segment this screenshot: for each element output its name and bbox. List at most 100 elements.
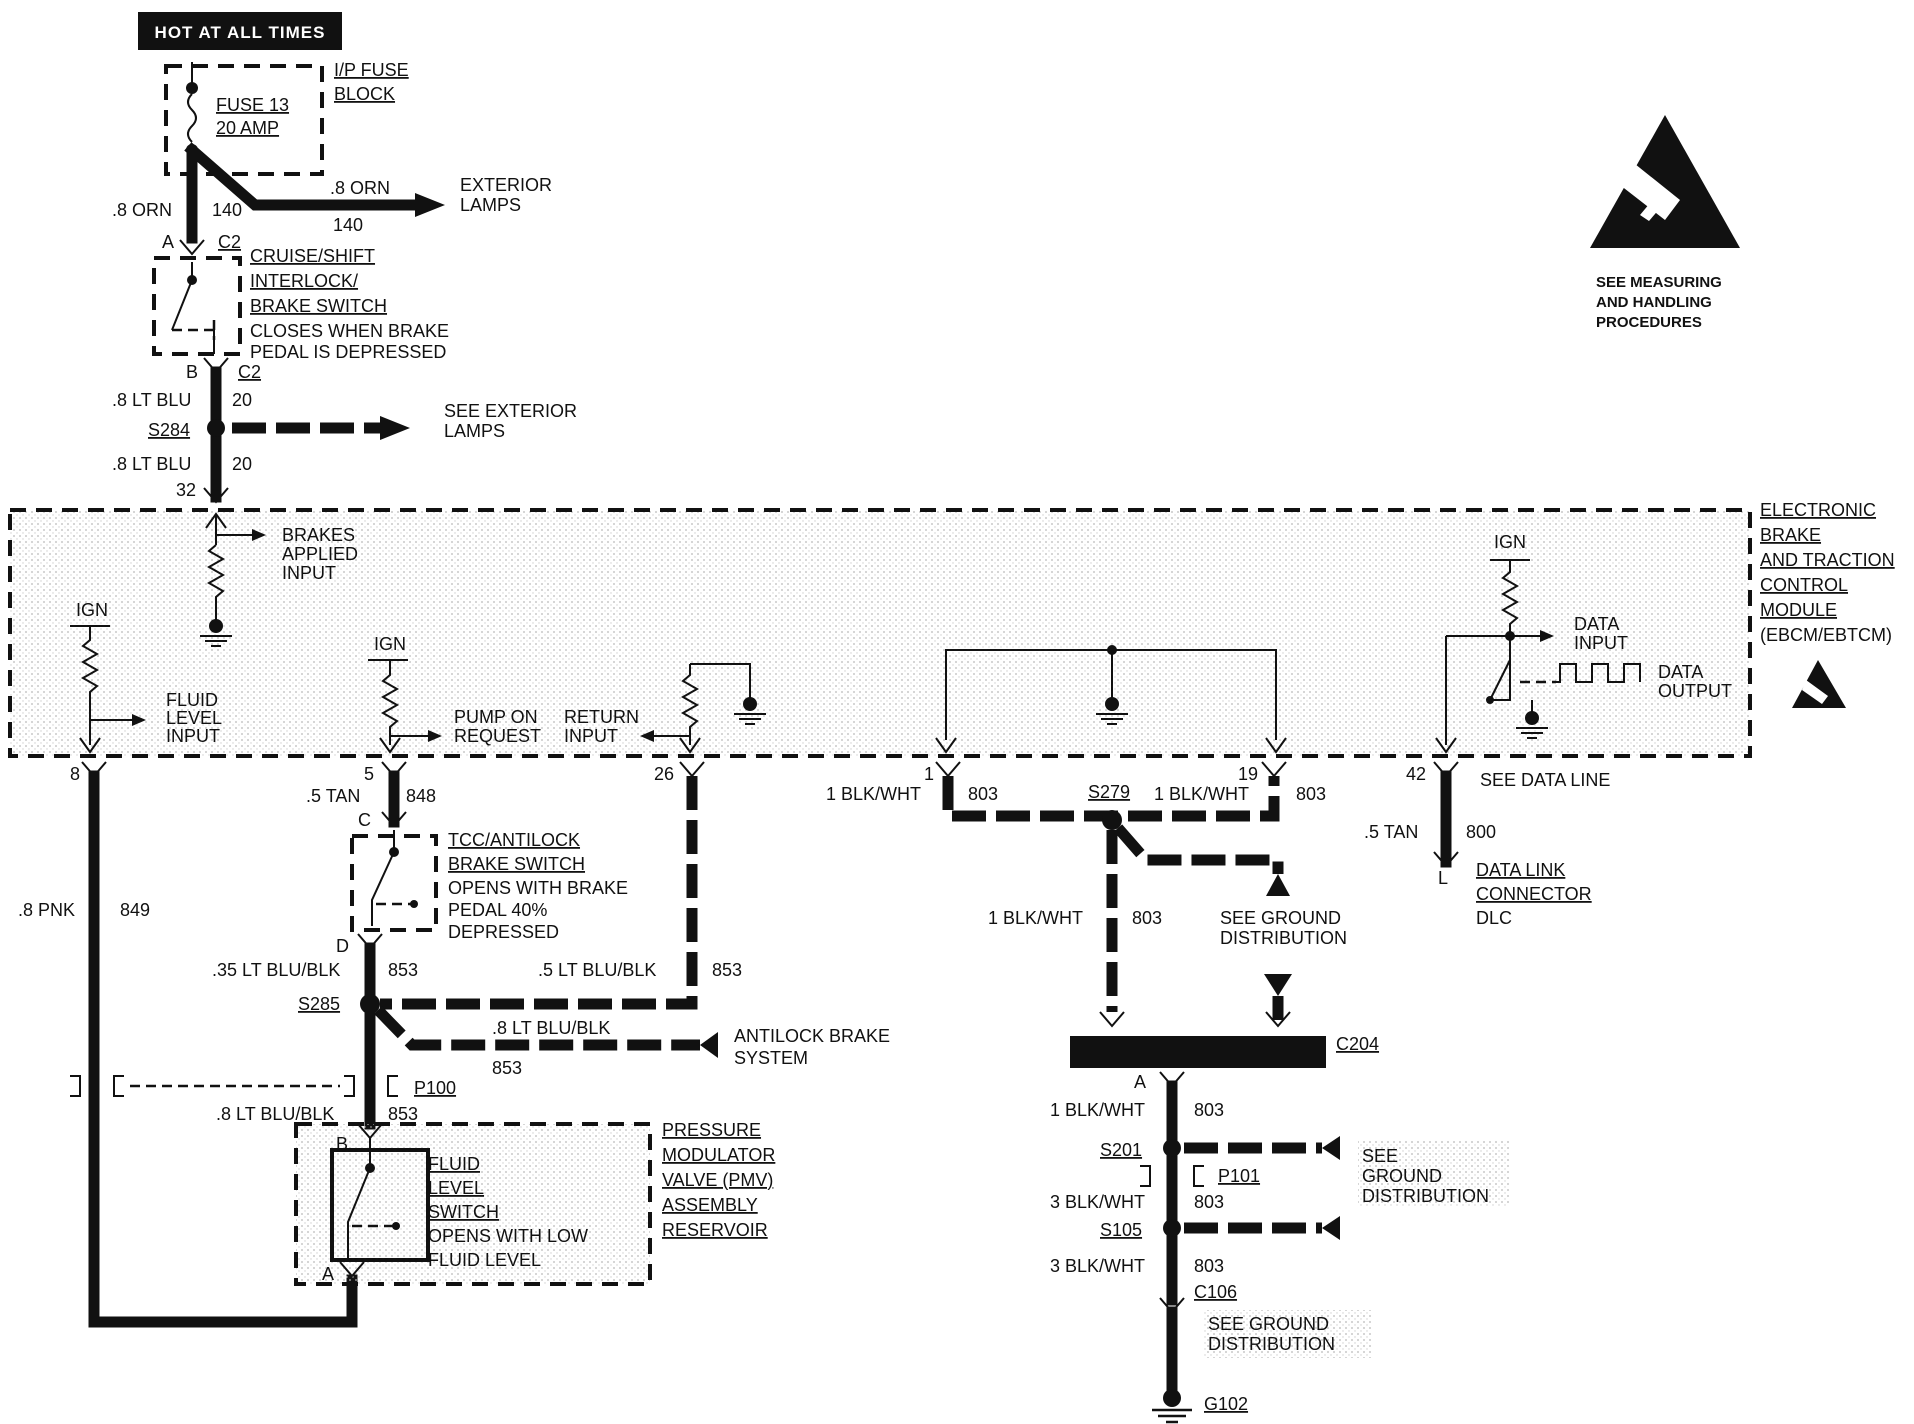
fluid-switch-label-2: LEVEL [428, 1178, 484, 1198]
data-ground-icon [1516, 711, 1548, 739]
fuse-amp-label: 20 AMP [216, 118, 279, 138]
fluid-switch-pivot [392, 1222, 400, 1230]
splice-s284-label: S284 [148, 420, 190, 440]
tcc-label-2: BRAKE SWITCH [448, 854, 585, 874]
data-input-label-2: INPUT [1574, 633, 1628, 653]
wire-blkwht1a-number: 803 [968, 784, 998, 804]
connector-l-label: L [1438, 868, 1448, 888]
wire-see-ground-a [1113, 824, 1284, 874]
data-input-arrow-icon [1540, 630, 1554, 642]
module-ground-icon [1096, 697, 1128, 725]
pin-1-label: 1 [924, 764, 934, 784]
wire-blkwht1c-number: 803 [1132, 908, 1162, 928]
ground-c204-arrow-icon [1264, 974, 1292, 996]
pmv-b-label: B [336, 1134, 348, 1154]
module-label-3: AND TRACTION [1760, 550, 1895, 570]
ground-c-label-1: SEE GROUND [1208, 1314, 1329, 1334]
connector-a-label: A [162, 232, 174, 252]
pin-42-arrow [1435, 737, 1457, 754]
module-label-6: (EBCM/EBTCM) [1760, 625, 1892, 645]
dlc-label-3: DLC [1476, 908, 1512, 928]
exterior-lamps-wire [184, 142, 421, 211]
tcc-label-3: OPENS WITH BRAKE [448, 878, 628, 898]
pmv-label-1: PRESSURE [662, 1120, 761, 1140]
esd-text-1: SEE MEASURING [1596, 274, 1722, 291]
brakes-input-arrow-icon [252, 529, 266, 541]
wire-ltblu-a-number: 20 [232, 390, 252, 410]
wire-blkwht1c-label: 1 BLK/WHT [988, 908, 1083, 928]
wire-ltblublk35-label: .35 LT BLU/BLK [212, 960, 340, 980]
pin-19-label: 19 [1238, 764, 1258, 784]
ground-c-label-2: DISTRIBUTION [1208, 1334, 1335, 1354]
wire-ltblublk8a-label: .8 LT BLU/BLK [492, 1018, 610, 1038]
pin-32-connector-icon [203, 487, 229, 504]
wire-ltblublk8a-number: 853 [492, 1058, 522, 1078]
wire-ltblublk35-number: 853 [388, 960, 418, 980]
wire-blkwht3b-label: 3 BLK/WHT [1050, 1256, 1145, 1276]
pin-1-connector-icon [935, 761, 961, 778]
data-output-switch [1489, 659, 1511, 701]
splice-s284 [207, 419, 225, 437]
wire-ltblublk5-number: 853 [712, 960, 742, 980]
ign-1-label: IGN [76, 600, 108, 620]
hot-at-all-times-label: HOT AT ALL TIMES [138, 12, 342, 50]
fluid-switch-blade [347, 1167, 371, 1262]
wire-tan800-label: .5 TAN [1364, 822, 1418, 842]
return-ground-lead [690, 663, 751, 700]
c204-right-connector-icon [1265, 1011, 1291, 1028]
return-input-resistor [680, 664, 700, 745]
ign-3-label: IGN [1494, 532, 1526, 552]
wire-tan-number: 848 [406, 786, 436, 806]
wire-ltblublk5-label: .5 LT BLU/BLK [538, 960, 656, 980]
data-output-label-2: OUTPUT [1658, 681, 1732, 701]
antilock-arrow-icon [700, 1032, 718, 1058]
wire-tan-label: .5 TAN [306, 786, 360, 806]
fluid-label-2: LEVEL [166, 708, 222, 728]
brakes-ground-icon [200, 619, 232, 647]
wire-orn-number: 140 [212, 200, 242, 220]
brakes-input-resistor [206, 544, 226, 620]
ign-2-label: IGN [374, 634, 406, 654]
fluid-label-3: INPUT [166, 726, 220, 746]
exterior-wire-number: 140 [333, 215, 363, 235]
wire-ltblu-b-label: .8 LT BLU [112, 454, 191, 474]
return-ground-icon [734, 697, 766, 725]
exterior-wire-label: .8 ORN [330, 178, 390, 198]
wire-ltblublk-5 [380, 776, 698, 1010]
return-label-1: RETURN [564, 707, 639, 727]
connector-b-label: B [186, 362, 198, 382]
p100-left-bracket-2 [113, 1075, 124, 1097]
splice-s105 [1163, 1219, 1181, 1237]
g102-label: G102 [1204, 1394, 1248, 1414]
cruise-switch-blade [171, 262, 193, 331]
see-data-line-label: SEE DATA LINE [1480, 770, 1610, 790]
wire-blkwht1b-number: 803 [1296, 784, 1326, 804]
pump-label-2: REQUEST [454, 726, 541, 746]
pump-input-arrow-icon [428, 730, 442, 742]
brakes-label-2: APPLIED [282, 544, 358, 564]
see-exterior-arrow-icon [380, 416, 410, 440]
p100-right-bracket-2 [387, 1075, 398, 1097]
ground-s105-arrow-icon [1322, 1216, 1340, 1240]
connector-p101-label: P101 [1218, 1166, 1260, 1186]
wire-blkwht1d-label: 1 BLK/WHT [1050, 1100, 1145, 1120]
pmv-label-3: VALVE (PMV) [662, 1170, 773, 1190]
pump-input-pin-arrow [379, 737, 401, 754]
brakes-label-3: INPUT [282, 563, 336, 583]
tcc-label-4: PEDAL 40% [448, 900, 547, 920]
esd-text-2: AND HANDLING [1596, 294, 1712, 311]
pin-42-label: 42 [1406, 764, 1426, 784]
splice-s285-label: S285 [298, 994, 340, 1014]
fuse-label: FUSE 13 [216, 95, 289, 115]
ebcm-module-outline [8, 508, 1752, 758]
p101-right-bracket [1193, 1165, 1204, 1187]
wire-ltblublk8b-label: .8 LT BLU/BLK [216, 1104, 334, 1124]
p100-right-bracket-1 [344, 1075, 355, 1097]
exterior-lamps-label-2: LAMPS [460, 195, 521, 215]
fuse-block-outline [164, 64, 324, 176]
connector-p100-label: P100 [414, 1078, 456, 1098]
fluid-input-arrow-icon [132, 714, 146, 726]
wire-blkwht1b-label: 1 BLK/WHT [1154, 784, 1249, 804]
exterior-lamps-label-1: EXTERIOR [460, 175, 552, 195]
